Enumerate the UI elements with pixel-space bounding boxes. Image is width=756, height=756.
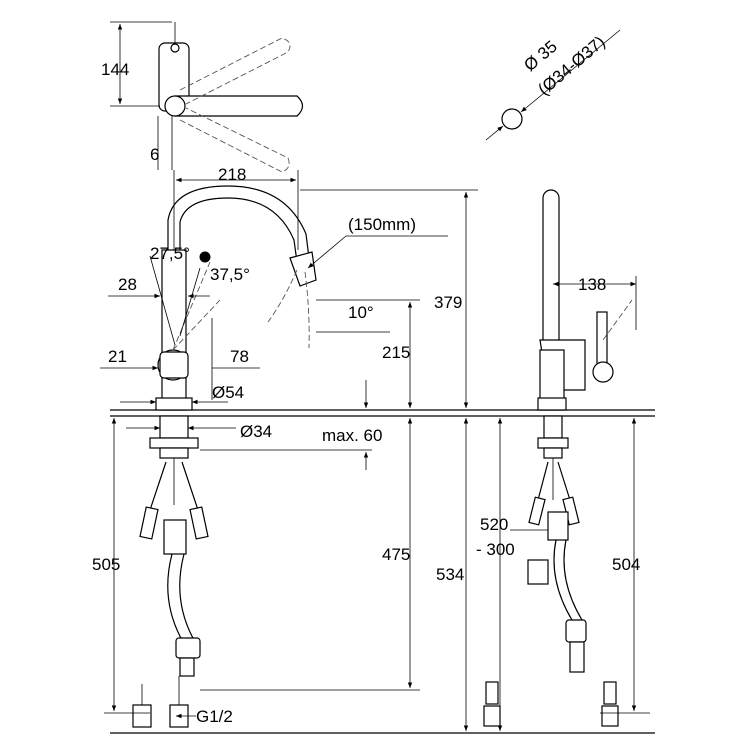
dim-max-60: max. 60 <box>322 426 382 445</box>
countertop-surface <box>110 409 655 734</box>
dim-phi34: Ø34 <box>240 422 272 441</box>
dim-78: 78 <box>230 347 249 366</box>
dim-218: 218 <box>218 165 246 184</box>
dim-300: - 300 <box>476 540 515 559</box>
dim-534: 534 <box>436 565 464 584</box>
dim-215: 215 <box>382 343 410 362</box>
dim-150mm: (150mm) <box>348 215 416 234</box>
front-view-faucet <box>100 170 448 728</box>
dim-138: 138 <box>578 275 606 294</box>
dim-505: 505 <box>92 555 120 574</box>
dim-10-deg: 10° <box>348 303 374 322</box>
hole-diameter-detail <box>485 29 621 141</box>
dim-504: 504 <box>612 555 640 574</box>
dim-475: 475 <box>382 545 410 564</box>
dim-phi54: Ø54 <box>212 383 244 402</box>
dim-144: 144 <box>101 60 129 79</box>
dim-6: 6 <box>150 145 159 164</box>
dim-379: 379 <box>434 293 462 312</box>
dim-37-5-deg: 37,5° <box>210 265 250 284</box>
side-view-faucet <box>483 189 650 731</box>
center-dimensions <box>104 189 478 731</box>
top-view <box>110 21 304 173</box>
dim-27-5-deg: 27,5° <box>150 244 190 263</box>
dim-520: 520 <box>480 515 508 534</box>
dim-21: 21 <box>108 347 127 366</box>
dim-g1-2: G1/2 <box>196 707 233 726</box>
dim-28: 28 <box>118 275 137 294</box>
